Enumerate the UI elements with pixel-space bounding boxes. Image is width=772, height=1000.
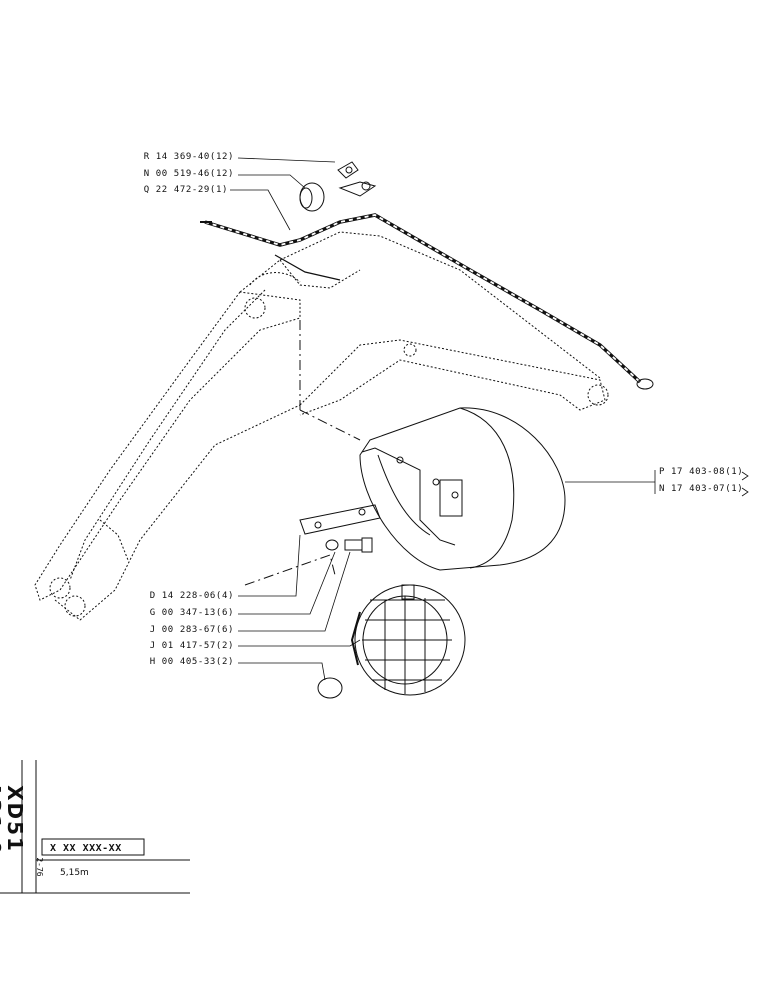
callout-label: J 00 283-67(6) [149, 625, 234, 635]
callout-label: G 00 347-13(6) [149, 608, 234, 618]
part-number-mask: X XX XXX-XX [50, 843, 122, 854]
model-designation: 5,15m [60, 868, 89, 878]
clamp-plate [299, 504, 381, 535]
cable-harness [200, 213, 654, 390]
callout-label: N 17 403-07(1) [659, 484, 744, 494]
callout-label: D 14 228-06(4) [149, 591, 234, 601]
washer [325, 539, 339, 551]
callout-label: J 01 417-57(2) [149, 641, 234, 651]
callout-label: N 00 519-46(12) [143, 169, 234, 179]
cable-clips [299, 161, 377, 212]
bolt [344, 537, 373, 553]
lamp-bracket-shield [359, 407, 566, 571]
work-lamp [317, 584, 466, 699]
boom-arm [34, 231, 609, 621]
revision-date: 2-76 [35, 857, 44, 877]
callout-label: Q 22 472-29(1) [143, 185, 228, 195]
callout-label: H 00 405-33(2) [149, 657, 234, 667]
mounting-centre-lines [244, 320, 361, 586]
document-code: XD51 A31.0 [0, 781, 27, 857]
leader-lines [230, 157, 749, 681]
callout-label: P 17 403-08(1) [659, 467, 744, 477]
title-block-frame [0, 760, 190, 894]
callout-label: R 14 369-40(12) [143, 152, 234, 162]
